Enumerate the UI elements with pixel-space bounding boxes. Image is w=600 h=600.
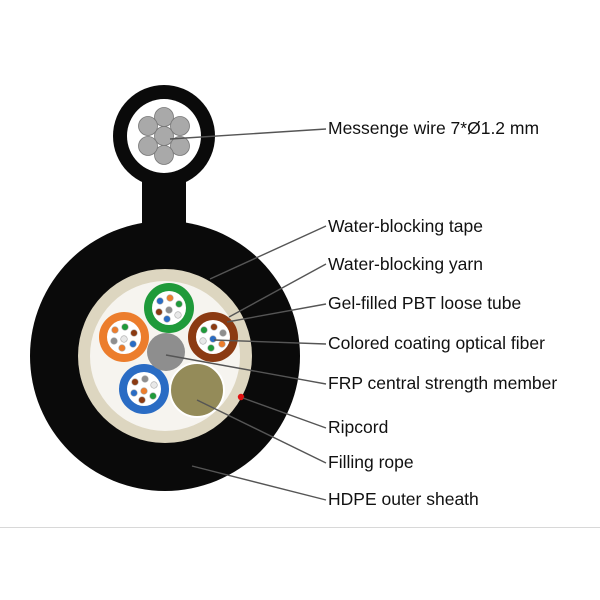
label-filling-rope: Filling rope: [328, 452, 414, 472]
optical-fiber: [166, 294, 174, 302]
leader-line-filling-rope: [196, 399, 327, 464]
leader-line-outer-sheath: [191, 465, 327, 501]
optical-fiber: [219, 329, 227, 337]
optical-fiber: [138, 396, 146, 404]
optical-fiber: [209, 335, 217, 343]
optical-fiber: [156, 297, 164, 305]
wire-strand-2: [154, 107, 174, 127]
wire-strand-7: [138, 116, 158, 136]
optical-fiber: [149, 392, 157, 400]
label-frp-member: FRP central strength member: [328, 373, 558, 393]
brown-loose-tube: [188, 312, 238, 362]
optical-fiber: [155, 308, 163, 316]
label-ripcord: Ripcord: [328, 417, 389, 437]
wire-strand-1: [154, 126, 174, 146]
optical-fiber: [210, 323, 218, 331]
ripcord: [237, 393, 245, 401]
leader-line-ripcord: [242, 397, 327, 429]
wire-strand-6: [138, 136, 158, 156]
leader-line-frp-member: [165, 354, 327, 385]
leader-line-loose-tube: [226, 303, 327, 323]
optical-fiber: [131, 378, 139, 386]
green-loose-tube: [144, 283, 194, 333]
optical-fiber: [111, 326, 119, 334]
leader-lines: [165, 128, 327, 501]
label-messenger-wire: Messenge wire 7*Ø1.2 mm: [328, 118, 540, 138]
label-loose-tube: Gel-filled PBT loose tube: [328, 293, 522, 313]
optical-fiber: [165, 306, 173, 314]
leader-line-messenger-wire: [169, 128, 327, 140]
optical-fiber: [129, 340, 137, 348]
optical-fiber: [207, 344, 215, 352]
frp-central-strength-member: [147, 333, 185, 371]
leader-line-water-blocking-yarn: [228, 263, 327, 318]
bottom-rule: [0, 527, 600, 528]
label-optical-fiber: Colored coating optical fiber: [328, 333, 545, 353]
optical-fiber: [130, 329, 138, 337]
label-outer-sheath: HDPE outer sheath: [328, 489, 479, 509]
optical-fiber: [120, 335, 128, 343]
filling-rope: [169, 362, 225, 418]
optical-fiber: [174, 311, 182, 319]
optical-fiber: [118, 344, 126, 352]
optical-fiber: [140, 387, 148, 395]
optical-fiber: [110, 337, 118, 345]
wire-strand-5: [154, 145, 174, 165]
optical-fiber: [175, 300, 183, 308]
optical-fiber: [199, 337, 207, 345]
messenger-neck: [142, 175, 186, 230]
optical-fiber: [218, 340, 226, 348]
orange-loose-tube: [99, 312, 149, 362]
wire-strand-4: [170, 136, 190, 156]
optical-fiber: [150, 381, 158, 389]
optical-fiber: [163, 315, 171, 323]
label-water-blocking-tape: Water-blocking tape: [328, 216, 483, 236]
optical-fiber: [130, 389, 138, 397]
leader-line-optical-fiber: [213, 339, 327, 345]
blue-loose-tube: [119, 364, 169, 414]
optical-fiber: [121, 323, 129, 331]
leader-line-water-blocking-tape: [209, 225, 327, 280]
loose-tubes: [99, 283, 238, 414]
messenger-wire-strands: [138, 107, 190, 165]
optical-fiber: [141, 375, 149, 383]
label-water-blocking-yarn: Water-blocking yarn: [328, 254, 483, 274]
wire-strand-3: [170, 116, 190, 136]
optical-fiber: [200, 326, 208, 334]
